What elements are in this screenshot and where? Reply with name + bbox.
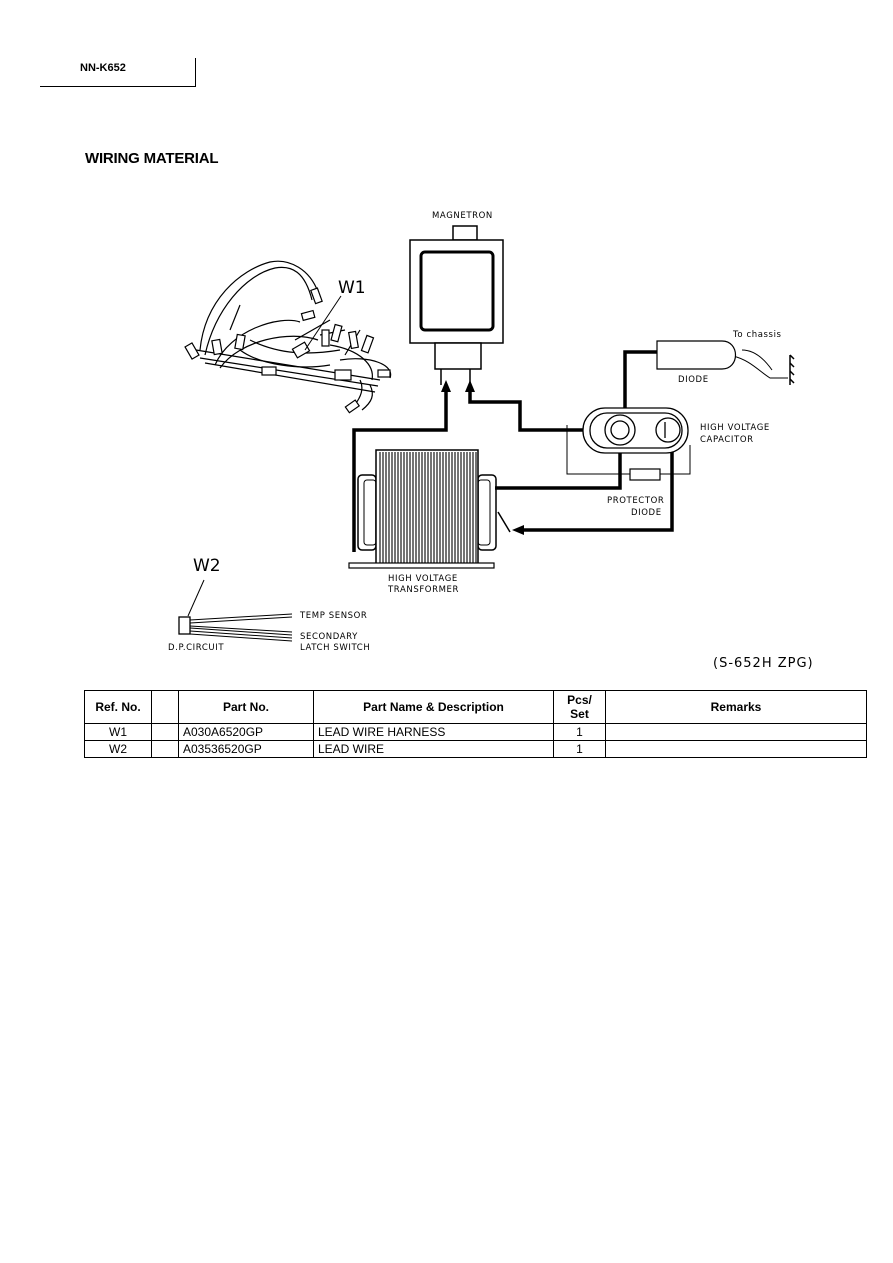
protector-diode-label-2: DIODE (631, 508, 662, 518)
table-header-row: Ref. No. Part No. Part Name & Descriptio… (84, 690, 867, 724)
w1-label: W1 (338, 278, 366, 298)
chassis-ground (789, 354, 795, 385)
hv-capacitor-label-2: CAPACITOR (700, 435, 754, 445)
header-description: Part Name & Description (313, 690, 554, 724)
dp-circuit-label: D.P.CIRCUIT (168, 643, 224, 653)
temp-sensor-label: TEMP SENSOR (299, 611, 367, 621)
cell-remarks (605, 740, 867, 758)
wiring-diagram: W1 MAGNETRON DIODE To c (168, 211, 795, 653)
diode-label: DIODE (678, 375, 709, 385)
hv-transformer-label-1: HIGH VOLTAGE (388, 574, 458, 584)
cell-remarks (605, 723, 867, 741)
secondary-label-1: SECONDARY (300, 632, 358, 642)
table-row: W1 A030A6520GP LEAD WIRE HARNESS 1 (84, 723, 867, 741)
w1-leader-line (304, 295, 342, 351)
hv-capacitor-label-1: HIGH VOLTAGE (700, 423, 770, 433)
header-remarks: Remarks (605, 690, 867, 724)
cell-pcs: 1 (553, 740, 606, 758)
hv-transformer-label-2: TRANSFORMER (387, 585, 459, 595)
hv-capacitor-drawing (582, 407, 689, 454)
w1-connectors (184, 287, 391, 414)
cell-part-no: A03536520GP (178, 740, 314, 758)
header-pcs-set: Pcs/ Set (553, 690, 606, 724)
protector-diode-label-1: PROTECTOR (607, 496, 664, 506)
diagram-model-code: (S-652H ZPG) (713, 656, 814, 671)
secondary-label-2: LATCH SWITCH (300, 643, 370, 653)
cell-description: LEAD WIRE HARNESS (313, 723, 554, 741)
cell-part-no: A030A6520GP (178, 723, 314, 741)
w2-lead-wire-drawing (178, 613, 293, 642)
hv-transformer-drawing (348, 449, 511, 569)
table-row: W2 A03536520GP LEAD WIRE 1 (84, 740, 867, 758)
cell-pcs: 1 (553, 723, 606, 741)
w2-leader-line (187, 579, 205, 617)
cell-ref: W2 (84, 740, 152, 758)
parts-table: Ref. No. Part No. Part Name & Descriptio… (84, 690, 867, 758)
diode-drawing (656, 340, 737, 370)
model-number: NN-K652 (80, 62, 126, 74)
header-blank (151, 690, 179, 724)
magnetron-drawing (409, 225, 504, 370)
w2-label: W2 (193, 556, 221, 576)
header-ref-no: Ref. No. (84, 690, 152, 724)
to-chassis-label: To chassis (732, 330, 782, 340)
model-header-box: NN-K652 (40, 58, 196, 87)
hv-wiring (352, 350, 674, 552)
hv-transformer-laminations (379, 452, 477, 563)
header-part-no: Part No. (178, 690, 314, 724)
cell-ref: W1 (84, 723, 152, 741)
cell-description: LEAD WIRE (313, 740, 554, 758)
magnetron-label: MAGNETRON (432, 211, 493, 221)
cell-blank (151, 740, 179, 758)
cell-blank (151, 723, 179, 741)
thin-wiring (566, 349, 788, 475)
section-title: WIRING MATERIAL (85, 150, 219, 167)
protector-diode-drawing (629, 468, 661, 481)
